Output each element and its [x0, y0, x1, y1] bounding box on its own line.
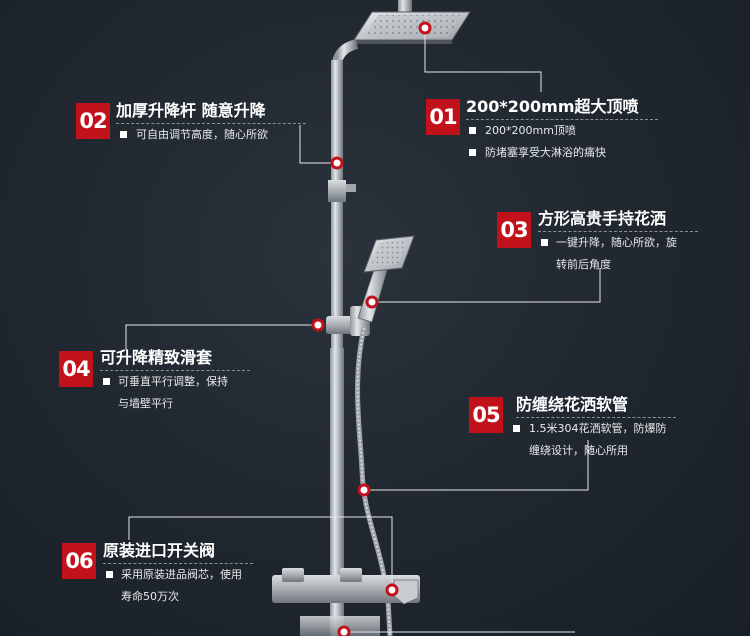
feature-number-badge: 06	[62, 543, 96, 579]
leader-lines	[125, 28, 601, 633]
feature-number-badge: 01	[426, 99, 460, 135]
title-underline	[100, 370, 250, 371]
feature-detail: 一键升降，随心所欲，旋	[556, 236, 677, 249]
bullet-square	[469, 127, 476, 134]
feature-title: 方形高贵手持花洒	[538, 209, 667, 228]
feature-detail: 防堵塞享受大淋浴的痛快	[485, 146, 606, 159]
title-underline	[116, 123, 306, 124]
height-adjust-collar	[328, 180, 346, 202]
feature-title: 200*200mm超大顶喷	[466, 97, 639, 116]
title-underline	[538, 231, 698, 232]
bullet-square	[513, 425, 520, 432]
riser-lower-pipe	[330, 348, 344, 578]
bullet-square	[103, 378, 110, 385]
feature-title: 可升降精致滑套	[100, 348, 213, 367]
feature-number-badge: 03	[497, 212, 531, 248]
feature-detail: 缠绕设计，随心所用	[529, 444, 628, 457]
collar-screw	[346, 184, 356, 192]
riser-pipe	[331, 60, 343, 350]
shower-arm	[332, 39, 359, 64]
feature-number-badge: 04	[59, 351, 93, 387]
callout-markers	[311, 21, 432, 636]
feature-title: 原装进口开关阀	[103, 541, 216, 560]
feature-number-badge: 05	[469, 397, 503, 433]
feature-detail: 1.5米304花洒软管，防爆防	[529, 422, 667, 435]
title-underline	[516, 417, 676, 418]
feature-detail: 200*200mm顶喷	[485, 124, 576, 137]
bullet-square	[541, 239, 548, 246]
feature-detail: 转前后角度	[556, 258, 611, 271]
bullet-square	[469, 149, 476, 156]
feature-title: 加厚升降杆 随意升降	[116, 101, 266, 120]
bullet-square	[106, 571, 113, 578]
rain-shower-head	[353, 11, 471, 44]
hand-shower	[357, 235, 415, 323]
mixer-valve	[272, 568, 420, 636]
feature-detail: 寿命50万次	[121, 590, 179, 603]
title-underline	[466, 119, 658, 120]
feature-detail: 可自由调节高度，随心所欲	[136, 128, 268, 141]
feature-detail: 与墙壁平行	[118, 397, 173, 410]
bullet-square	[120, 131, 127, 138]
feature-detail: 可垂直平行调整，保持	[118, 375, 228, 388]
title-underline	[103, 563, 253, 564]
hose-highlight	[356, 327, 391, 636]
feature-number-badge: 02	[76, 103, 110, 139]
feature-title: 防缠绕花洒软管	[516, 395, 629, 414]
ceiling-connector	[398, 0, 412, 14]
feature-detail: 采用原装进品阀芯，使用	[121, 568, 242, 581]
